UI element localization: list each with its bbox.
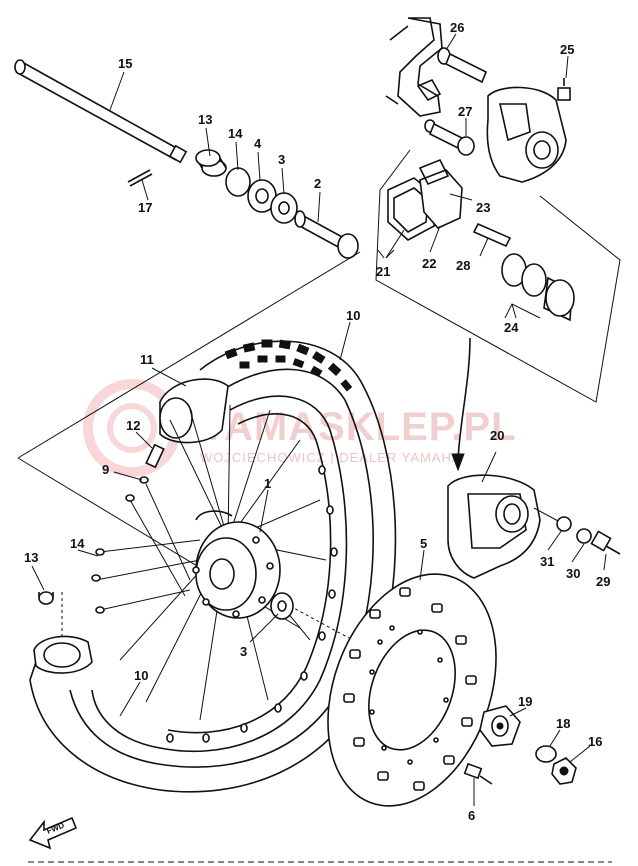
watermark-sub-text: WOJCIECHOWICZ | DEALER YAMAHA bbox=[200, 450, 462, 465]
callout-18: 17 bbox=[138, 200, 152, 215]
caliper-washer-part bbox=[556, 516, 572, 532]
callout-10: 11 bbox=[140, 352, 154, 367]
caliper-washer-part-2 bbox=[576, 528, 592, 544]
brake-caliper-assembly-part bbox=[447, 474, 541, 579]
leader-lines bbox=[31, 33, 607, 806]
callout-28: 27 bbox=[458, 104, 472, 119]
pad-spring-part bbox=[416, 78, 442, 102]
callout-32: 31 bbox=[540, 554, 554, 569]
valve-stem-part bbox=[145, 443, 165, 469]
callout-4: 4 bbox=[254, 136, 262, 151]
watermark-logo-inner bbox=[107, 403, 157, 453]
watermark: YAMASKLEP.PL WOJCIECHOWICZ | DEALER YAMA… bbox=[83, 379, 517, 477]
axle-nut-part bbox=[551, 757, 577, 785]
callout-8: 10 bbox=[134, 668, 148, 683]
caliper-pin-part bbox=[424, 119, 475, 156]
slide-pin-part bbox=[437, 47, 488, 84]
disc-bolt-part bbox=[463, 762, 493, 785]
piston-seal-part bbox=[501, 253, 575, 322]
rim-part bbox=[91, 395, 348, 753]
caliper-bracket-part bbox=[385, 17, 443, 117]
callout-2: 2 bbox=[314, 176, 321, 191]
callout-1: 1 bbox=[264, 476, 271, 491]
tube-part bbox=[159, 378, 229, 444]
callout-labels: 15 17 13 14 4 3 2 10 11 12 9 1 13 14 10 … bbox=[24, 20, 610, 823]
callout-31: 30 bbox=[566, 566, 580, 581]
callout-5: 5 bbox=[420, 536, 427, 551]
watermark-main-text: YAMASKLEP.PL bbox=[200, 405, 517, 449]
axle-part bbox=[14, 59, 188, 164]
spacer-part bbox=[294, 210, 359, 259]
caliper-bolt-part bbox=[590, 530, 621, 555]
callout-11: 12 bbox=[126, 418, 140, 433]
callout-29: 28 bbox=[456, 258, 470, 273]
callout-7: 9 bbox=[102, 462, 109, 477]
callout-24: 23 bbox=[476, 200, 490, 215]
callout-17: 16 bbox=[588, 734, 602, 749]
brake-disc-part bbox=[327, 573, 497, 807]
dust-cap-part bbox=[38, 591, 54, 605]
forward-direction-badge: FWD bbox=[28, 816, 78, 850]
callout-13: 14 bbox=[70, 536, 85, 551]
callout-6: 6 bbox=[468, 808, 475, 823]
callout-22: 21 bbox=[376, 264, 390, 279]
tire-cutaway-part bbox=[33, 635, 93, 674]
bleed-screw-part bbox=[557, 78, 571, 101]
callout-19: 18 bbox=[556, 716, 570, 731]
callout-23: 22 bbox=[422, 256, 436, 271]
pad-pin-part bbox=[472, 222, 512, 248]
callout-14: 13 bbox=[198, 112, 212, 127]
washer-part bbox=[535, 745, 557, 763]
callout-21: 20 bbox=[490, 428, 504, 443]
spoke-nipple-parts bbox=[91, 476, 149, 614]
brake-pad-part-2 bbox=[419, 169, 463, 229]
oil-seal-part bbox=[225, 167, 251, 197]
bearing-part-lower bbox=[270, 592, 294, 620]
callout-27: 26 bbox=[450, 20, 464, 35]
callout-30: 29 bbox=[596, 574, 610, 589]
callout-15: 14 bbox=[228, 126, 243, 141]
caliper-body-part bbox=[486, 86, 567, 183]
callout-3b: 3 bbox=[240, 644, 247, 659]
callout-20: 19 bbox=[518, 694, 532, 709]
callout-3a: 3 bbox=[278, 152, 285, 167]
callout-9: 10 bbox=[346, 308, 360, 323]
meter-gear-part bbox=[479, 705, 521, 747]
callout-12: 13 bbox=[24, 550, 38, 565]
assembly-arrow bbox=[457, 337, 471, 461]
collar-part bbox=[195, 149, 227, 177]
pad-shim-part bbox=[418, 158, 450, 186]
bearing-part-upper bbox=[270, 192, 298, 224]
hub-part bbox=[192, 510, 281, 619]
callout-25: 24 bbox=[504, 320, 519, 335]
cotter-pin-part bbox=[127, 169, 153, 187]
callout-16: 15 bbox=[118, 56, 132, 71]
callout-26: 25 bbox=[560, 42, 574, 57]
caliper-group-frame bbox=[375, 149, 621, 403]
